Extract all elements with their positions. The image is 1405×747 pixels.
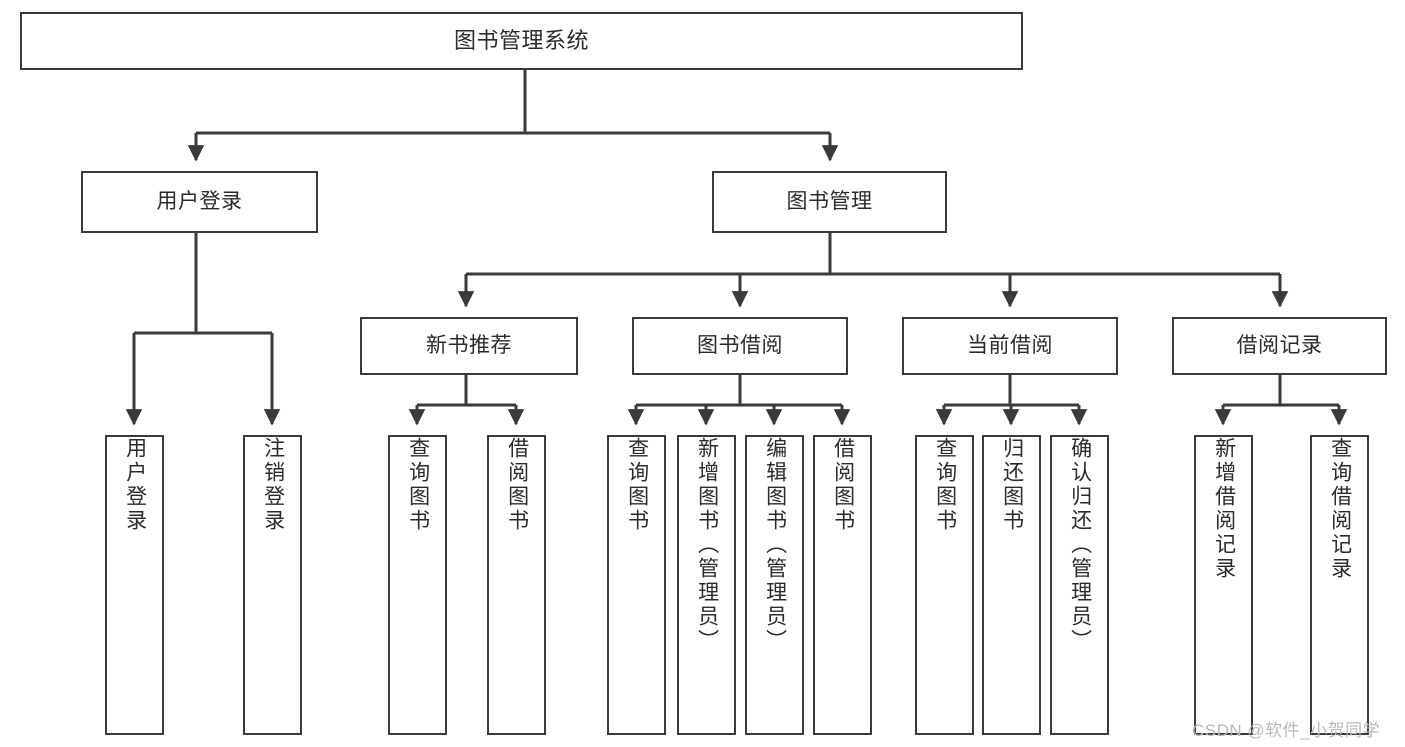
node-leaf-add-book[interactable]: 新增图书（管理员） <box>677 435 736 735</box>
node-leaf-edit-book-label: 编辑图书（管理员） <box>763 437 787 653</box>
node-leaf-query-record-label: 查询借阅记录 <box>1328 437 1352 581</box>
node-user-login[interactable]: 用户登录 <box>81 171 318 233</box>
node-current-borrow-label: 当前借阅 <box>967 333 1053 357</box>
node-leaf-query-book-2-label: 查询图书 <box>625 437 649 533</box>
node-leaf-borrow-book-1[interactable]: 借阅图书 <box>487 435 546 735</box>
node-leaf-borrow-book-2-label: 借阅图书 <box>831 437 855 533</box>
node-leaf-confirm-return[interactable]: 确认归还（管理员） <box>1050 435 1109 735</box>
node-leaf-borrow-book-1-label: 借阅图书 <box>505 437 529 533</box>
node-leaf-add-record[interactable]: 新增借阅记录 <box>1194 435 1253 735</box>
node-leaf-user-login-label: 用户登录 <box>123 437 147 533</box>
node-leaf-add-record-label: 新增借阅记录 <box>1212 437 1236 581</box>
node-leaf-query-book-1-label: 查询图书 <box>406 437 430 533</box>
node-leaf-query-book-1[interactable]: 查询图书 <box>388 435 447 735</box>
node-root-label: 图书管理系统 <box>453 28 589 54</box>
node-user-login-label: 用户登录 <box>156 189 243 213</box>
node-leaf-query-record[interactable]: 查询借阅记录 <box>1310 435 1369 735</box>
node-leaf-return-book[interactable]: 归还图书 <box>982 435 1041 735</box>
node-new-book-rec[interactable]: 新书推荐 <box>360 317 578 375</box>
node-leaf-user-login[interactable]: 用户登录 <box>105 435 164 735</box>
node-leaf-query-book-2[interactable]: 查询图书 <box>607 435 666 735</box>
watermark-text: CSDN @软件_小贺同学 <box>1192 721 1381 740</box>
node-leaf-borrow-book-2[interactable]: 借阅图书 <box>813 435 872 735</box>
node-leaf-query-book-3[interactable]: 查询图书 <box>915 435 974 735</box>
node-new-book-rec-label: 新书推荐 <box>426 333 512 357</box>
node-leaf-logout[interactable]: 注销登录 <box>243 435 302 735</box>
node-leaf-add-book-label: 新增图书（管理员） <box>695 437 719 653</box>
node-leaf-query-book-3-label: 查询图书 <box>933 437 957 533</box>
node-book-borrow-label: 图书借阅 <box>697 333 783 357</box>
node-leaf-logout-label: 注销登录 <box>261 437 285 533</box>
node-book-manage-label: 图书管理 <box>786 189 873 213</box>
node-borrow-record-label: 借阅记录 <box>1236 333 1323 357</box>
node-current-borrow[interactable]: 当前借阅 <box>902 317 1118 375</box>
node-root[interactable]: 图书管理系统 <box>20 12 1023 70</box>
node-book-borrow[interactable]: 图书借阅 <box>632 317 848 375</box>
node-borrow-record[interactable]: 借阅记录 <box>1172 317 1387 375</box>
node-leaf-confirm-return-label: 确认归还（管理员） <box>1068 437 1092 653</box>
node-leaf-edit-book[interactable]: 编辑图书（管理员） <box>745 435 804 735</box>
node-book-manage[interactable]: 图书管理 <box>712 171 947 233</box>
node-leaf-return-book-label: 归还图书 <box>1000 437 1024 533</box>
